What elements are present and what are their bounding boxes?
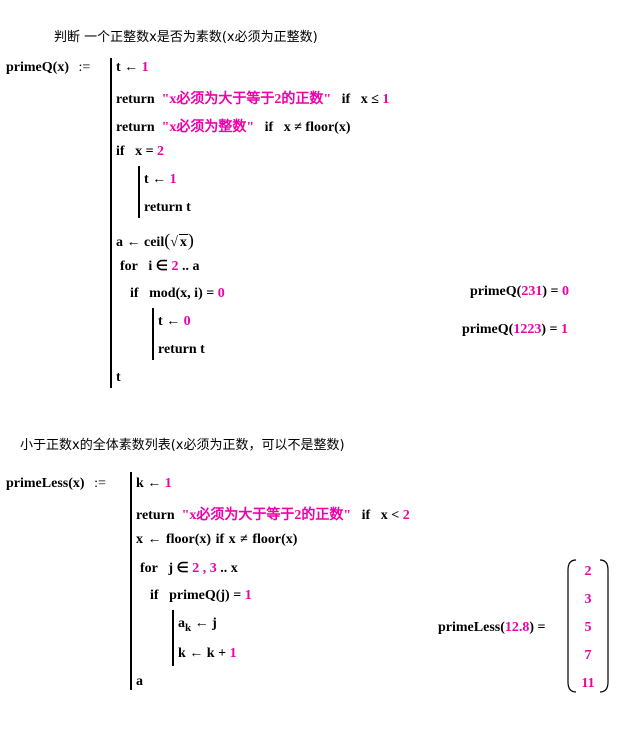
program-line-7[interactable]: a ← ceil(√x) (116, 230, 194, 250)
program-line-6[interactable]: return t (144, 200, 191, 215)
program-line-8[interactable]: for i ∈ 2 .. a (120, 259, 200, 274)
subprogram-bar (152, 308, 154, 360)
result-element-4: 11 (581, 676, 595, 691)
function-name[interactable]: primeLess (6, 476, 69, 491)
result-element-1: 3 (584, 592, 592, 607)
program-line-4[interactable]: for j ∈ 2 , 3 .. x (140, 561, 238, 576)
result-matrix-brackets (567, 559, 609, 693)
program-line-2[interactable]: return "x必须为大于等于2的正数" if x < 2 (136, 508, 410, 523)
program-line-5[interactable]: if primeQ(j) = 1 (150, 588, 252, 603)
result-element-3: 7 (584, 648, 592, 663)
program-line-2[interactable]: return "x必须为大于等于2的正数" if x ≤ 1 (116, 92, 390, 107)
subprogram-bar (138, 166, 140, 218)
program-line-5[interactable]: t ← 1 (144, 172, 177, 187)
program-line-9[interactable]: if mod(x, i) = 0 (130, 286, 225, 301)
subprogram-bar (172, 610, 174, 666)
program-line-1[interactable]: k ← 1 (136, 476, 172, 491)
primeLess-header: primeLess(x) := (6, 476, 106, 491)
program-line-6[interactable]: ak ← j (178, 616, 217, 634)
program-line-3[interactable]: return "x必须为整数" if x ≠ floor(x) (116, 120, 351, 135)
result-element-0: 2 (584, 564, 592, 579)
program-line-7[interactable]: k ← k + 1 (178, 646, 237, 661)
assign-operator: := (94, 476, 106, 491)
comment-primeLess: 小于正数x的全体素数列表(x必须为正数，可以不是整数) (20, 438, 345, 453)
program-line-12[interactable]: t (116, 370, 121, 385)
program-bar (110, 58, 112, 388)
program-line-4[interactable]: if x = 2 (116, 144, 165, 159)
result-element-2: 5 (584, 620, 592, 635)
primeQ-eval-1223[interactable]: primeQ(1223) = 1 (462, 322, 568, 337)
primeQ-header: primeQ(x) := (6, 60, 91, 75)
sqrt-icon: √ (170, 235, 178, 250)
program-line-3[interactable]: x ← floor(x) if x ≠ floor(x) (136, 532, 298, 547)
comment-primeQ: 判断 一个正整数x是否为素数(x必须为正整数) (54, 30, 318, 45)
program-bar (130, 472, 132, 690)
function-param[interactable]: x (57, 60, 65, 75)
primeQ-eval-231[interactable]: primeQ(231) = 0 (470, 284, 569, 299)
program-line-8[interactable]: a (136, 674, 143, 689)
program-line-10[interactable]: t ← 0 (158, 314, 191, 329)
program-line-11[interactable]: return t (158, 342, 205, 357)
assign-operator: := (78, 60, 91, 75)
function-param[interactable]: x (72, 476, 80, 491)
program-line-1[interactable]: t ← 1 (116, 60, 149, 75)
primeLess-eval[interactable]: primeLess(12.8) = (438, 620, 546, 635)
function-name[interactable]: primeQ (6, 60, 53, 75)
